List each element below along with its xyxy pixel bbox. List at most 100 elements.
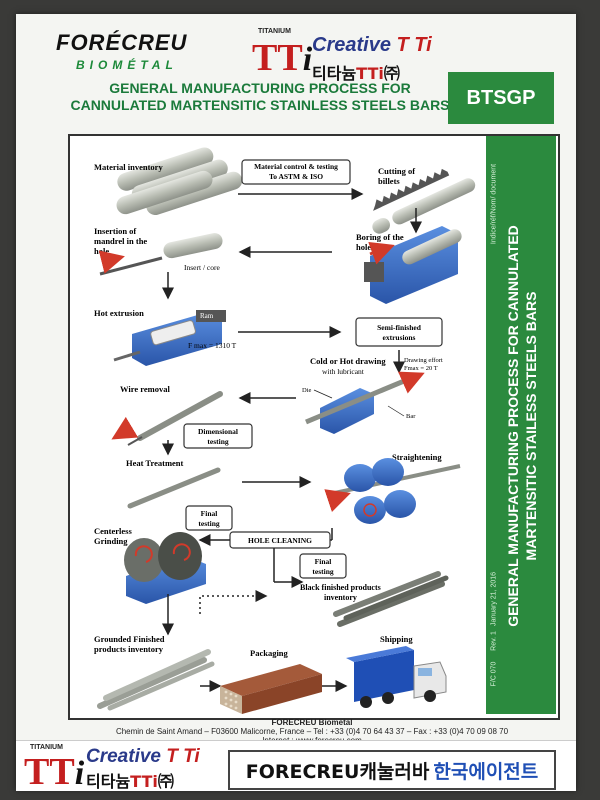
mandrel-insertion-image [98, 233, 223, 276]
process-diagram: Material inventory Material control & te… [94, 147, 476, 714]
label-shipping: Shipping [380, 634, 413, 644]
label-die: Die [302, 387, 312, 394]
poster-sheet: FORÉCREU BIOMÉTAL TITANIUM TTi Creative … [16, 14, 576, 793]
bottom-korean-mark: ㈜ [157, 772, 174, 791]
semi-finished-line2: extrusions [383, 333, 416, 342]
final-testing1-line2: testing [198, 519, 219, 528]
drawing-die-image [305, 371, 425, 434]
bottom-korean-name: 티타늄TTi㈜ [86, 768, 174, 792]
label-cold-hot-line1: Cold or Hot drawing [310, 356, 386, 366]
bottom-creative-tti: T Ti [166, 746, 200, 767]
bottom-titanium-label: TITANIUM [30, 744, 63, 751]
label-boring-line2: hole [356, 242, 371, 252]
final-testing2-line1: Final [315, 557, 332, 566]
bottom-tti-tt: TT [24, 751, 75, 793]
final-testing2-line2: testing [312, 567, 333, 576]
side-title-band [486, 136, 556, 714]
label-hot-extrusion: Hot extrusion [94, 308, 144, 318]
grounded-bars-image [97, 649, 215, 711]
label-grounded-line2: products inventory [94, 644, 164, 654]
billet-stack-image [116, 147, 243, 216]
label-bar: Bar [406, 413, 416, 420]
hole-cleaning-label: HOLE CLEANING [248, 536, 312, 545]
label-ram: Ram [200, 312, 214, 320]
footer-company: FORECREU Biometal [271, 718, 353, 727]
label-centerless-line1: Centerless [94, 526, 132, 536]
doc-revision: Rev. 1 [490, 631, 498, 651]
creative-word: Creative [312, 34, 397, 56]
side-doc-info: Indice/réf/Nom/ document F/C 070 Rev. 1 … [488, 144, 500, 704]
label-fmax-extrusion: F max = 1310 T [188, 341, 237, 350]
korean-name-mark: ㈜ [383, 64, 400, 83]
final-testing-box-2 [299, 553, 347, 579]
title-line-2: CANNULATED MARTENSITIC STAINLESS STEELS … [70, 97, 450, 113]
side-title-line-1: GENERAL MANUFACTURING PROCESS FOR CANNUL… [505, 225, 521, 627]
page-title: GENERAL MANUFACTURING PROCESS FOR CANNUL… [60, 80, 460, 114]
label-packaging: Packaging [250, 648, 289, 658]
label-drawing-fmax: Fmax = 20 T [404, 365, 438, 372]
label-material-inventory: Material inventory [94, 162, 163, 172]
label-cutting-line2: billets [378, 176, 400, 186]
label-grounded-line1: Grounded Finished [94, 634, 165, 644]
centerless-grinder-image [124, 532, 206, 604]
dimensional-line2: testing [207, 437, 228, 446]
doc-date: January 21, 2016 [490, 571, 498, 627]
boring-machine-image [364, 226, 462, 304]
forecreu-logo-text: FORÉCREU [56, 30, 188, 55]
dotted-return-arrow [199, 590, 268, 614]
final-testing1-line1: Final [201, 509, 218, 518]
bottom-creative-heading: Creative T Ti [86, 746, 200, 768]
tti-logo-tt: TT [252, 37, 303, 79]
side-title-line-2: MARTENSITIC STAILESS STEELS BARS [523, 291, 539, 561]
doc-number: F/C 070 [490, 661, 498, 687]
package-crate-image [220, 664, 322, 714]
label-insertion-line3: hole [94, 246, 109, 256]
label-insert-core: Insert / core [184, 263, 220, 272]
label-insertion-line1: Insertion of [94, 226, 136, 236]
forecreu-cannula-text: FORECREU캐눌러바 [245, 760, 430, 783]
material-control-box [241, 159, 351, 185]
material-control-line2: To ASTM & ISO [269, 172, 323, 181]
bottom-korean-text: 티타늄 [86, 772, 131, 791]
label-centerless-line2: Grinding [94, 536, 128, 546]
tti-logo-i: i [302, 41, 313, 78]
label-straightening: Straightening [392, 452, 442, 462]
material-control-line1: Material control & testing [254, 162, 338, 171]
final-testing-box-1 [185, 505, 233, 531]
shipping-truck-image [346, 646, 447, 708]
process-frame [68, 134, 560, 720]
korean-name-tti: TTi [356, 64, 384, 83]
tti-logo: TTi [252, 36, 312, 80]
wire-removal-image [111, 391, 223, 446]
label-cold-hot-line2: with lubricant [322, 367, 365, 376]
saw-cutting-image [372, 168, 476, 234]
dimensional-testing-box [183, 423, 253, 449]
tti-titanium-label: TITANIUM [258, 28, 291, 35]
black-bars-image [333, 571, 449, 627]
doc-ref-label: Indice/réf/Nom/ document [490, 163, 498, 245]
extrusion-press-image [113, 310, 226, 366]
label-black-inventory-line2: inventory [324, 593, 357, 602]
title-line-1: GENERAL MANUFACTURING PROCESS FOR [109, 80, 411, 96]
label-wire-removal: Wire removal [120, 384, 170, 394]
bottom-tti-i: i [74, 755, 85, 792]
bottom-tti-logo: TTi [24, 750, 84, 794]
label-heat-treatment: Heat Treatment [126, 458, 184, 468]
biometal-logo-text: BIOMÉTAL [76, 58, 178, 72]
label-boring-line1: Boring of the [356, 232, 404, 242]
footer-address: Chemin de Saint Amand – F03600 Malicorne… [115, 727, 509, 736]
semi-finished-box [355, 317, 443, 347]
bottom-creative-word: Creative [86, 746, 167, 767]
label-cutting-line1: Cutting of [378, 166, 415, 176]
creative-tti-heading: Creative T Ti [312, 34, 432, 57]
creative-tti: T Ti [396, 34, 432, 56]
semi-finished-line1: Semi-finished [377, 323, 422, 332]
label-insertion-line2: mandrel in the [94, 236, 147, 246]
korea-agent-text: 한국에이전트 [433, 760, 539, 783]
korean-name-text: 티타늄 [312, 64, 357, 83]
side-title-text: GENERAL MANUFACTURING PROCESS FOR CANNUL… [504, 225, 540, 627]
heat-treated-bar-image [127, 467, 221, 509]
straightening-rolls-image [324, 458, 461, 524]
label-drawing-effort: Drawing effort [404, 357, 443, 364]
